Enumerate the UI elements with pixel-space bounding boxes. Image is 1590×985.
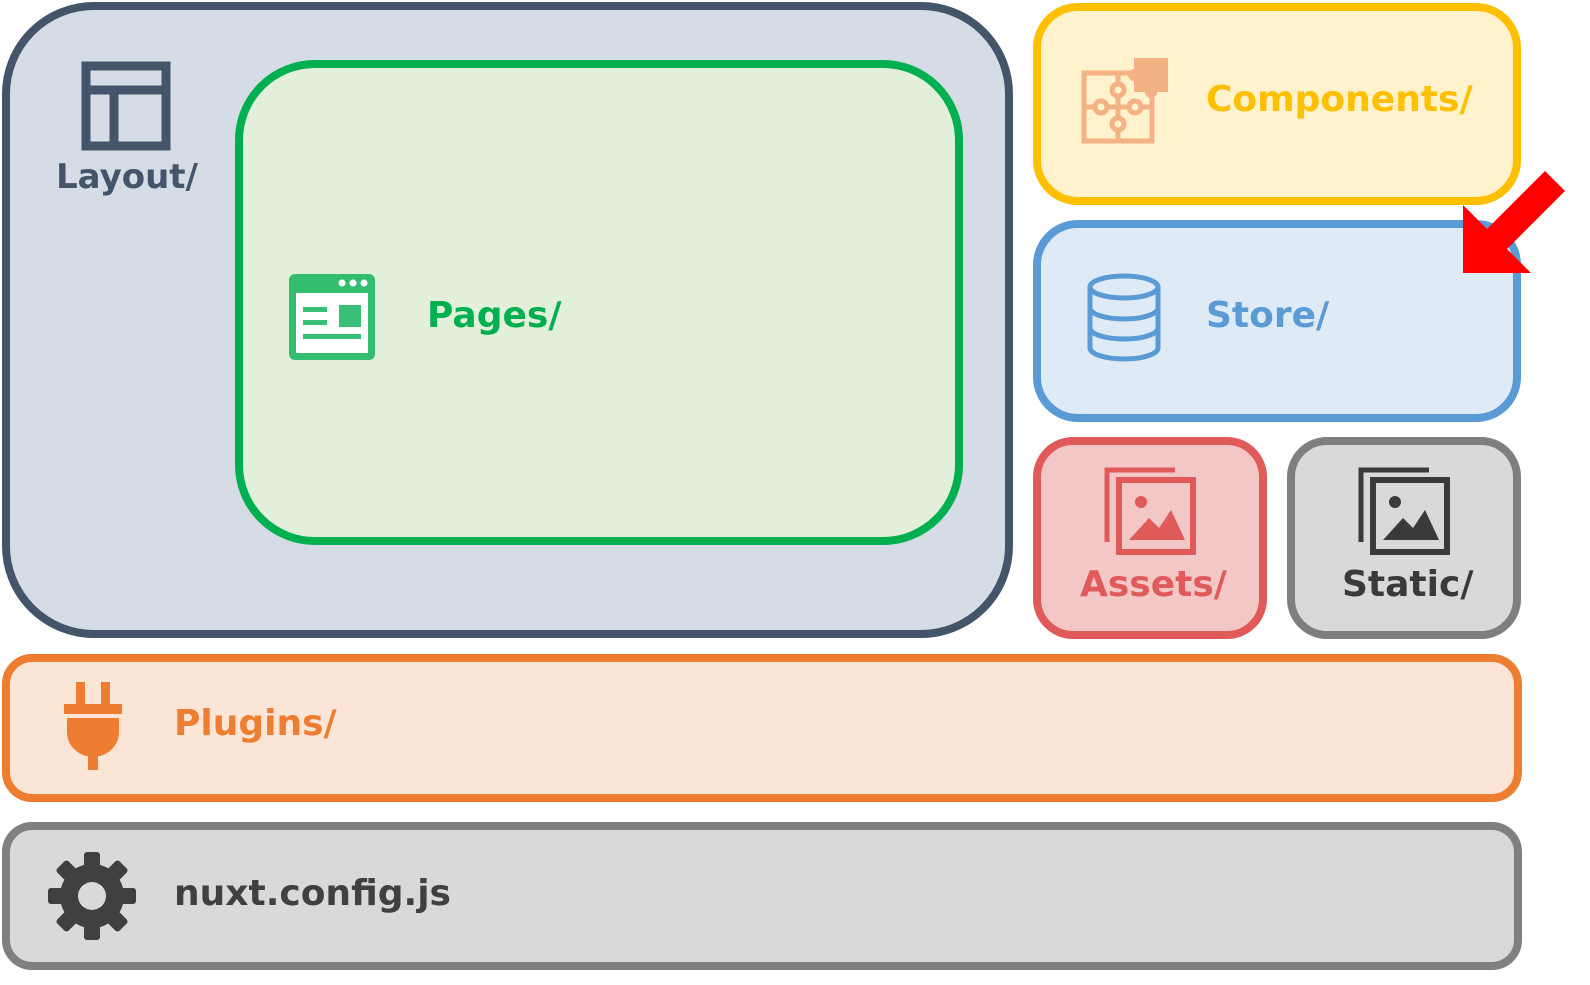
- layout-label: Layout/: [56, 157, 198, 197]
- gear-icon: [46, 850, 138, 942]
- database-icon: [1084, 272, 1164, 364]
- plug-icon: [60, 680, 126, 772]
- images-icon: [1357, 464, 1453, 556]
- pages-label: Pages/: [427, 295, 562, 336]
- static-label: Static/: [1342, 564, 1474, 605]
- puzzle-icon: [1078, 55, 1173, 150]
- components-label: Components/: [1206, 79, 1473, 120]
- components-box: [1033, 3, 1521, 205]
- config-box: [2, 822, 1522, 970]
- assets-label: Assets/: [1080, 564, 1227, 605]
- config-label: nuxt.config.js: [174, 873, 451, 914]
- webpage-icon: [287, 272, 377, 362]
- store-label: Store/: [1206, 295, 1330, 336]
- images-icon: [1103, 464, 1199, 556]
- plugins-label: Plugins/: [174, 703, 337, 744]
- plugins-box: [2, 654, 1522, 802]
- arrow-icon: [1458, 168, 1568, 278]
- layout-icon: [80, 60, 172, 152]
